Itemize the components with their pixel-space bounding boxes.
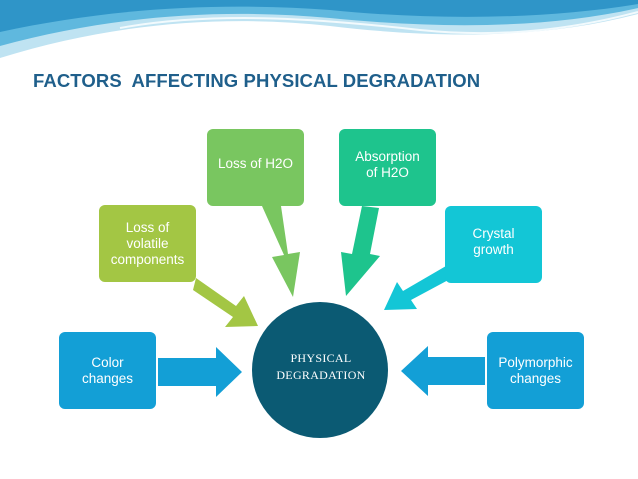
arrow-loss-of-volatile-components <box>193 278 258 327</box>
factor-crystal-growth: Crystal growth <box>445 206 542 283</box>
center-circle <box>252 302 388 438</box>
header-wave <box>0 0 638 58</box>
center-label-line-2: DEGRADATION <box>276 368 366 382</box>
arrow-absorption-of-h2o <box>341 206 380 296</box>
factor-label-line: Crystal <box>472 226 515 241</box>
factor-label-line: changes <box>509 370 562 386</box>
factor-label-line: growth <box>473 242 514 257</box>
factor-label-line: changes <box>81 370 134 386</box>
factor-absorption-of-h2o: Absorption of H2O <box>339 129 436 206</box>
center-label-line-1: PHYSICAL <box>290 351 352 365</box>
arrow-crystal-growth <box>384 266 452 310</box>
factor-label-line: Loss of H2O <box>217 156 294 171</box>
slide-title: FACTORS AFFECTING PHYSICAL DEGRADATION <box>33 70 481 91</box>
arrow-loss-of-h2o <box>262 206 300 297</box>
arrow-polymorphic-changes <box>401 346 485 396</box>
factor-label-line: components <box>110 251 185 267</box>
factor-label-line: Loss of <box>125 219 170 235</box>
factor-label-line: of H2O <box>366 165 409 180</box>
factor-label-line: Absorption <box>355 149 420 164</box>
factor-label-line: Color <box>91 354 124 370</box>
factor-label-line: volatile <box>126 235 169 251</box>
center-label: PHYSICAL DEGRADATION <box>256 350 386 384</box>
factor-loss-of-volatile-components: Loss of volatile components <box>99 205 196 282</box>
factor-polymorphic-changes: Polymorphic changes <box>487 332 584 409</box>
factor-loss-of-h2o: Loss of H2O <box>207 129 304 206</box>
arrow-color-changes <box>158 347 242 397</box>
factor-color-changes: Color changes <box>59 332 156 409</box>
factor-label-line: Polymorphic <box>498 354 573 370</box>
